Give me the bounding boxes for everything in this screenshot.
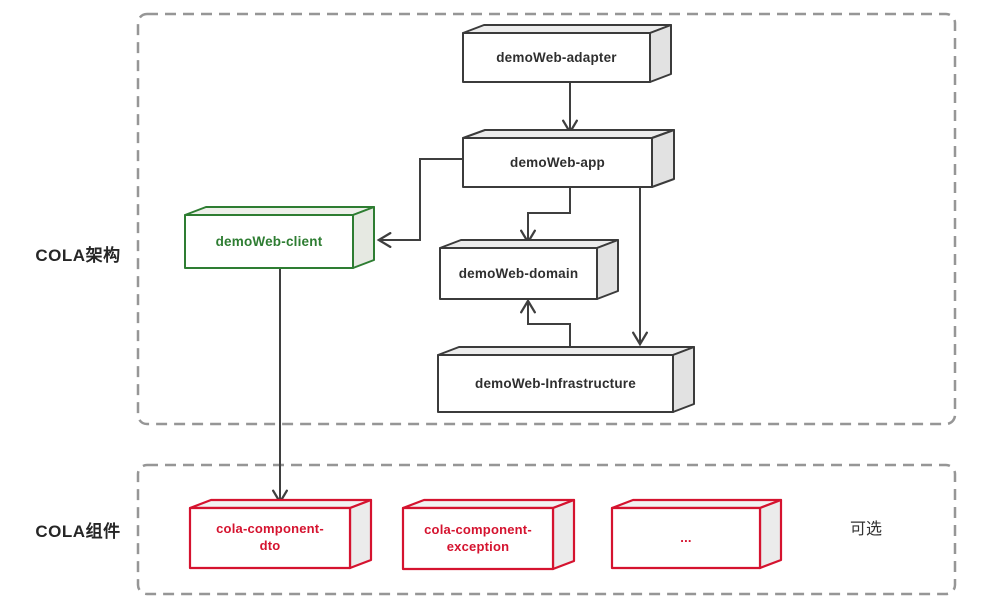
box-top-face [401, 498, 576, 510]
box-side-face [651, 129, 675, 188]
box-demoweb-domain [439, 239, 619, 300]
architecture-section-label: COLA架构 [35, 246, 121, 265]
box-front-face [437, 354, 674, 413]
box-top-face [437, 346, 695, 356]
arrow-infrastructure-to-domain [520, 298, 571, 347]
architecture-section-border [136, 12, 957, 426]
box-front-face [462, 32, 651, 83]
box-side-face [348, 498, 373, 570]
box-side-face [352, 206, 375, 269]
box-top-face [188, 498, 373, 510]
box-front-face [184, 214, 354, 269]
box-front-face [401, 506, 555, 571]
box-front-face [188, 506, 352, 570]
box-cola-component-exception [401, 498, 576, 571]
box-front-face [439, 247, 598, 300]
box-side-face [551, 498, 576, 571]
box-front-face [462, 137, 653, 188]
optional-label: 可选 [849, 521, 882, 538]
box-top-face [462, 129, 675, 139]
box-top-face [184, 206, 375, 216]
arrows [272, 82, 648, 505]
box-front-face [610, 506, 762, 570]
arrow-app-to-domain [520, 187, 571, 245]
box-side-face [649, 24, 672, 83]
components-section-label: COLA组件 [35, 522, 121, 541]
box-cola-component-more [610, 498, 783, 570]
box-side-face [596, 239, 619, 300]
box-demoweb-app [462, 129, 675, 188]
box-top-face [610, 498, 783, 510]
components-section-border [136, 463, 957, 596]
box-demoweb-infrastructure [437, 346, 695, 413]
box-side-face [758, 498, 783, 570]
box-top-face [462, 24, 672, 34]
arrow-app-to-client [376, 158, 463, 248]
box-demoweb-client [184, 206, 375, 269]
box-cola-component-dto [188, 498, 373, 570]
box-side-face [672, 346, 695, 413]
box-top-face [439, 239, 619, 249]
box-demoweb-adapter [462, 24, 672, 83]
